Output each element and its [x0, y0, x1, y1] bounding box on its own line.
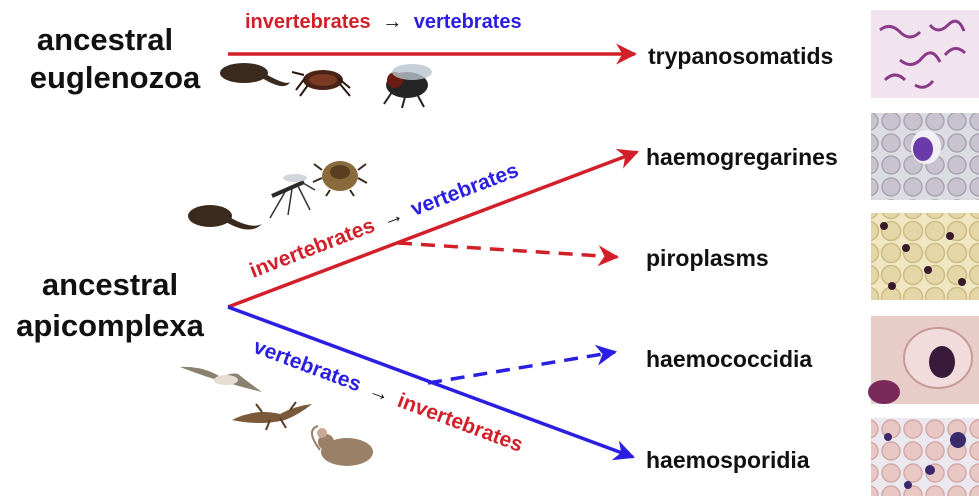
lower-label-arrow: →: [366, 378, 394, 407]
taxon-label-trypanosomatids: trypanosomatids: [648, 43, 833, 69]
top-label-to: vertebrates: [414, 11, 522, 33]
fly-icon: [384, 64, 432, 108]
taxon-label-haemosporidia: haemosporidia: [646, 447, 810, 473]
taxon-label-piroplasms: piroplasms: [646, 245, 769, 271]
tick-icon: [313, 161, 367, 196]
top-label-from: invertebrates: [245, 11, 371, 33]
lower-label-from: vertebrates: [250, 335, 364, 396]
lower-label-to: invertebrates: [394, 389, 526, 457]
mouse-icon: [312, 426, 373, 466]
top-branch-label: invertebrates → vertebrates: [245, 11, 522, 33]
upper-label-to: vertebrates: [408, 159, 522, 221]
kissing-bug-icon: [292, 70, 350, 96]
upper-label-from: invertebrates: [247, 214, 378, 283]
haemococcidia-branch-arrow: [428, 352, 615, 383]
mosquito-icon: [270, 174, 315, 218]
apicomplexa-title-line1: ancestral: [42, 267, 178, 302]
apicomplexa-title-line2: apicomplexa: [16, 308, 205, 343]
upper-label-arrow: →: [379, 203, 407, 232]
euglenozoa-title-line1: ancestral: [37, 22, 173, 57]
haemococcidia-micrograph: [868, 316, 979, 404]
bird-icon: [180, 367, 262, 392]
haemosporidian-micrograph: [871, 418, 979, 496]
lower-branch-label: vertebrates → invertebrates: [250, 335, 526, 457]
trypanosome-micrograph: [871, 10, 979, 98]
taxon-label-haemogregarines: haemogregarines: [646, 144, 838, 170]
lizard-icon: [232, 402, 312, 430]
piroplasm-branch-arrow: [398, 243, 617, 257]
haemogregarine-micrograph: [871, 113, 979, 200]
taxon-label-haemococcidia: haemococcidia: [646, 346, 812, 372]
piroplasm-micrograph: [871, 213, 979, 300]
top-label-arrow: →: [382, 11, 402, 33]
leech-icon: [220, 63, 290, 86]
euglenozoa-title-line2: euglenozoa: [30, 60, 201, 95]
leech-icon: [188, 205, 262, 230]
